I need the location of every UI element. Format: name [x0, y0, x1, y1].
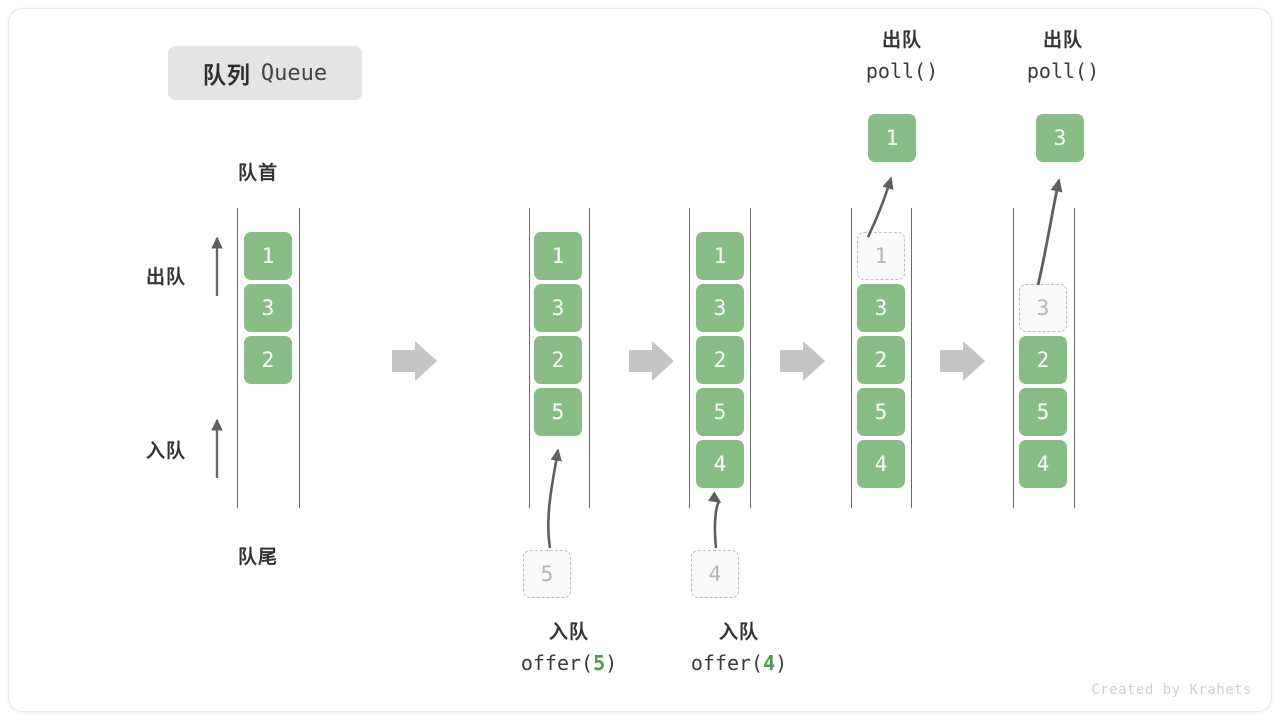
queue-cell: 3 — [244, 284, 292, 332]
queue-cell: 1 — [534, 232, 582, 280]
rail-right-stage1 — [299, 208, 301, 508]
outgoing-ghost-cell: 3 — [1019, 284, 1067, 332]
code-prefix: offer( — [690, 651, 764, 675]
rail-right-stage5 — [1074, 208, 1076, 508]
caption-offer-5-code: offer(5) — [479, 648, 659, 678]
caption-offer-4-cn: 入队 — [718, 622, 759, 643]
rail-right-stage4 — [911, 208, 913, 508]
queue-cell: 2 — [696, 336, 744, 384]
incoming-ghost-cell: 5 — [523, 550, 571, 598]
rail-left-stage3 — [689, 208, 691, 508]
footer-credit: Created by Krahets — [1091, 682, 1252, 698]
caption-offer-4: 入队 offer(4) — [649, 618, 829, 678]
outgoing-ghost-cell: 1 — [857, 232, 905, 280]
code-suffix: ) — [605, 651, 618, 675]
title-english: Queue — [260, 60, 328, 86]
caption-poll-3: 出队 poll() — [973, 26, 1153, 86]
code-prefix: offer( — [520, 651, 594, 675]
queue-cell: 4 — [857, 440, 905, 488]
caption-offer-4-code: offer(4) — [649, 648, 829, 678]
polled-cell: 3 — [1036, 114, 1084, 162]
enqueue-side-label: 入队 — [146, 441, 187, 462]
queue-cell: 2 — [857, 336, 905, 384]
rail-left-stage5 — [1013, 208, 1015, 508]
queue-cell: 5 — [696, 388, 744, 436]
queue-cell: 4 — [1019, 440, 1067, 488]
front-label: 队首 — [238, 163, 279, 184]
incoming-ghost-cell: 4 — [691, 550, 739, 598]
queue-cell: 1 — [244, 232, 292, 280]
caption-poll-1-code: poll() — [865, 59, 939, 83]
queue-cell: 2 — [534, 336, 582, 384]
queue-cell: 5 — [1019, 388, 1067, 436]
caption-poll-3-code: poll() — [1026, 59, 1100, 83]
queue-cell: 2 — [244, 336, 292, 384]
caption-poll-3-cn: 出队 — [1042, 30, 1083, 51]
caption-poll-1: 出队 poll() — [812, 26, 992, 86]
caption-poll-1-cn: 出队 — [881, 30, 922, 51]
queue-cell: 1 — [696, 232, 744, 280]
code-arg: 4 — [763, 651, 776, 675]
queue-cell: 3 — [857, 284, 905, 332]
code-arg: 5 — [593, 651, 606, 675]
rail-left-stage4 — [851, 208, 853, 508]
rail-right-stage3 — [750, 208, 752, 508]
queue-cell: 3 — [534, 284, 582, 332]
title-badge: 队列 Queue — [168, 46, 362, 100]
queue-cell: 5 — [534, 388, 582, 436]
queue-cell: 2 — [1019, 336, 1067, 384]
polled-cell: 1 — [868, 114, 916, 162]
rail-right-stage2 — [589, 208, 591, 508]
card-frame — [8, 8, 1272, 712]
rail-left-stage2 — [529, 208, 531, 508]
queue-cell: 5 — [857, 388, 905, 436]
code-suffix: ) — [775, 651, 788, 675]
queue-cell: 3 — [696, 284, 744, 332]
caption-offer-5-cn: 入队 — [548, 622, 589, 643]
rail-left-stage1 — [237, 208, 239, 508]
queue-cell: 4 — [696, 440, 744, 488]
dequeue-side-label: 出队 — [146, 267, 187, 288]
caption-offer-5: 入队 offer(5) — [479, 618, 659, 678]
title-chinese: 队列 — [202, 62, 251, 88]
rear-label: 队尾 — [238, 547, 279, 568]
